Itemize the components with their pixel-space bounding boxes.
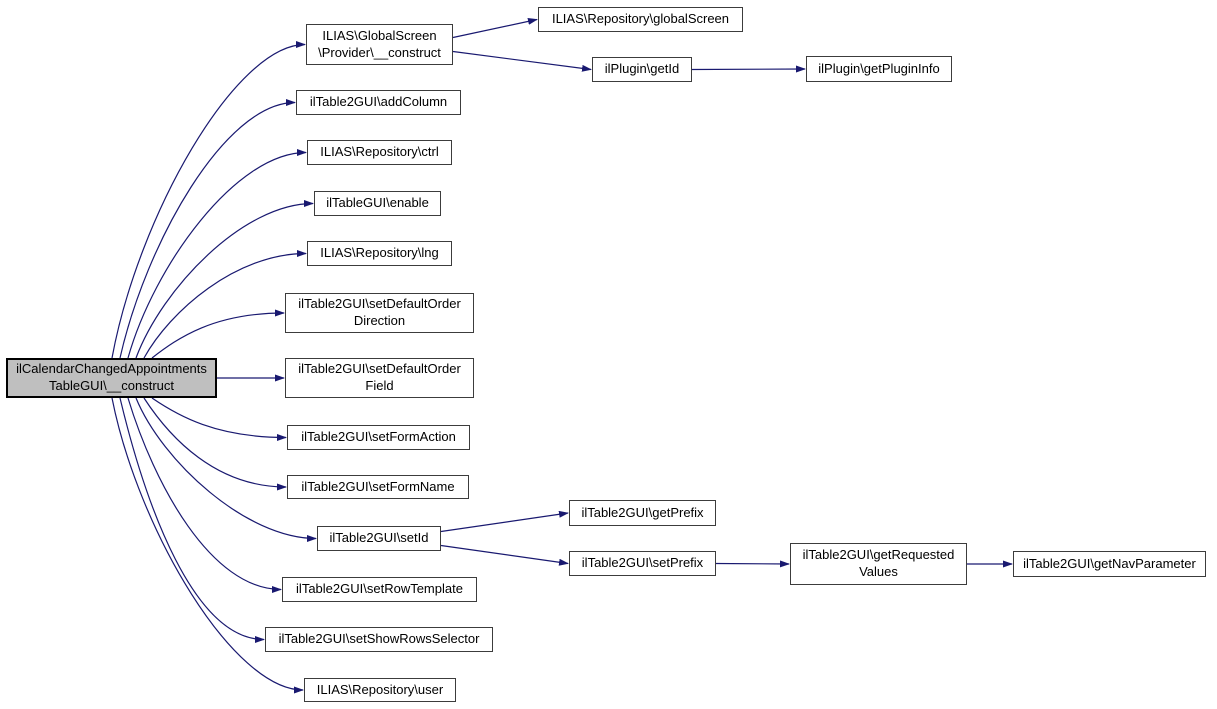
- graph-node-label: ILIAS\Repository\ctrl: [320, 144, 439, 160]
- graph-node-label: ilTable2GUI\setDefaultOrder: [298, 296, 461, 312]
- edge-construct-to-set-form-name: [143, 397, 287, 491]
- graph-node-ctrl[interactable]: ILIAS\Repository\ctrl: [307, 140, 452, 165]
- graph-node-label: ilTable2GUI\getRequested: [802, 547, 955, 563]
- graph-node-label: ilTable2GUI\setId: [329, 530, 429, 546]
- edge-construct-to-set-row-template: [127, 397, 282, 593]
- edge-construct-to-provider-construct: [111, 41, 306, 359]
- graph-node-global-screen[interactable]: ILIAS\Repository\globalScreen: [538, 7, 743, 32]
- graph-node-label: ilPlugin\getId: [604, 61, 680, 77]
- graph-node-label: ILIAS\GlobalScreen: [322, 27, 437, 43]
- edge-construct-to-ctrl: [127, 149, 307, 359]
- graph-node-label: Values: [859, 564, 898, 579]
- graph-node-label: ilTable2GUI\setShowRowsSelector: [278, 631, 480, 647]
- graph-node-user[interactable]: ILIAS\Repository\user: [304, 678, 456, 702]
- graph-node-set-prefix[interactable]: ilTable2GUI\setPrefix: [569, 551, 716, 576]
- graph-node-label: ILIAS\Repository\lng: [320, 245, 439, 261]
- edge-provider-construct-to-get-id: [452, 50, 592, 72]
- edge-construct-to-set-form-action: [151, 397, 287, 441]
- graph-node-label: ilTable2GUI\getPrefix: [581, 504, 704, 520]
- graph-node-label: \Provider\__construct: [318, 44, 441, 60]
- graph-node-label: ilPlugin\getPluginInfo: [818, 60, 940, 76]
- graph-node-label: ilTable2GUI\addColumn: [309, 94, 448, 110]
- edge-get-id-to-get-plugin-info: [691, 65, 806, 73]
- graph-node-label: ILIAS\Repository\user: [316, 681, 444, 697]
- graph-node-label: ilTable2GUI\setFormAction: [301, 429, 456, 445]
- edge-set-id-to-set-prefix: [440, 544, 569, 566]
- edge-construct-to-set-id: [135, 397, 317, 542]
- graph-node-label: ilCalendarChangedAppointments: [16, 361, 207, 377]
- graph-node-label: TableGUI\__construct: [48, 378, 174, 393]
- graph-node-label: ilTableGUI\enable: [326, 195, 429, 211]
- graph-node-label: Field: [365, 378, 394, 393]
- graph-node-set-show-rows-selector[interactable]: ilTable2GUI\setShowRowsSelector: [265, 627, 493, 652]
- graph-node-set-form-name[interactable]: ilTable2GUI\setFormName: [287, 475, 469, 499]
- edge-set-id-to-get-prefix: [440, 510, 569, 533]
- graph-node-get-plugin-info[interactable]: ilPlugin\getPluginInfo: [806, 56, 952, 82]
- graph-node-label: ILIAS\Repository\globalScreen: [551, 11, 730, 27]
- edge-group: [111, 17, 1013, 694]
- graph-node-label: ilTable2GUI\setPrefix: [581, 555, 704, 571]
- graph-node-get-prefix[interactable]: ilTable2GUI\getPrefix: [569, 500, 716, 526]
- edge-construct-to-enable: [135, 200, 314, 359]
- edge-construct-to-add-column: [119, 99, 296, 359]
- graph-node-set-form-action[interactable]: ilTable2GUI\setFormAction: [287, 425, 470, 450]
- graph-node-add-column[interactable]: ilTable2GUI\addColumn: [296, 90, 461, 115]
- graph-node-label: ilTable2GUI\getNavParameter: [1023, 555, 1196, 571]
- graph-node-label: ilTable2GUI\setRowTemplate: [296, 581, 463, 597]
- edge-construct-to-lng: [143, 250, 307, 359]
- edge-set-prefix-to-get-requested-values: [715, 560, 790, 568]
- graph-node-set-row-template[interactable]: ilTable2GUI\setRowTemplate: [282, 577, 477, 602]
- edge-construct-to-set-default-order-direction: [151, 309, 285, 359]
- edge-construct-to-set-show-rows-selector: [119, 397, 265, 643]
- graph-node-label: Direction: [353, 313, 406, 328]
- edge-provider-construct-to-global-screen: [452, 17, 538, 39]
- graph-node-lng[interactable]: ILIAS\Repository\lng: [307, 241, 452, 266]
- graph-node-label: ilTable2GUI\setDefaultOrder: [298, 361, 461, 377]
- graph-node-label: ilTable2GUI\setFormName: [301, 478, 455, 494]
- graph-node-provider-construct[interactable]: ILIAS\GlobalScreen\Provider\__construct: [306, 24, 453, 65]
- graph-node-enable[interactable]: ilTableGUI\enable: [314, 191, 441, 216]
- graph-node-get-id[interactable]: ilPlugin\getId: [592, 57, 692, 82]
- graph-node-set-id[interactable]: ilTable2GUI\setId: [317, 526, 441, 551]
- graph-node-get-nav-parameter[interactable]: ilTable2GUI\getNavParameter: [1013, 551, 1206, 577]
